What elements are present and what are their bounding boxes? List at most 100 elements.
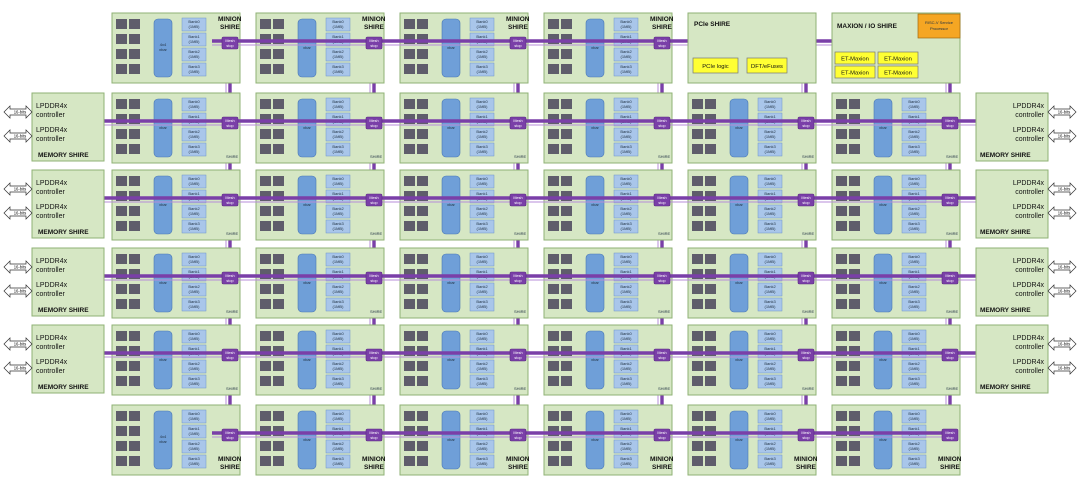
bidirectional-arrow xyxy=(1047,284,1077,298)
bank-size: (1MB) xyxy=(909,416,921,421)
l2-bank xyxy=(613,219,639,234)
mesh-stop-label: Mesh xyxy=(369,274,378,278)
minion-label: MINION xyxy=(938,456,962,463)
bus-width-label: 16-bits xyxy=(1058,265,1071,270)
minion-core xyxy=(417,114,428,124)
minion-core xyxy=(260,376,271,386)
xbar-label: xbar xyxy=(303,202,311,207)
minion-core xyxy=(561,441,572,451)
bank-label: Bank3 xyxy=(908,144,920,149)
memory-shire-label: MEMORY SHIRE xyxy=(980,307,1031,314)
minion-core xyxy=(129,129,140,139)
minion-core xyxy=(705,144,716,154)
l2-bank xyxy=(325,282,351,297)
minion-core xyxy=(129,114,140,124)
mesh-stop-label: stop xyxy=(658,279,665,283)
minion-core xyxy=(561,206,572,216)
minion-core xyxy=(273,129,284,139)
l2-bank xyxy=(757,142,783,157)
bank-label: Bank1 xyxy=(620,269,632,274)
minion-core xyxy=(849,269,860,279)
bidirectional-arrow xyxy=(1047,361,1077,375)
bank-size: (1MB) xyxy=(477,446,489,451)
minion-core xyxy=(849,144,860,154)
et-maxion-label: ET-Maxion xyxy=(884,71,912,77)
bank-label: Bank3 xyxy=(188,299,200,304)
minion-core xyxy=(836,114,847,124)
l2-bank xyxy=(325,17,351,32)
minion-core xyxy=(129,34,140,44)
bank-size: (1MB) xyxy=(621,461,633,466)
minion-core xyxy=(273,221,284,231)
minion-core xyxy=(116,411,127,421)
bank-size: (1MB) xyxy=(909,336,921,341)
bank-label: Bank1 xyxy=(764,114,776,119)
bank-label: Bank0 xyxy=(908,411,920,416)
bank-label: Bank3 xyxy=(620,144,632,149)
l2-bank xyxy=(757,359,783,374)
bus-width-label: 16-bits xyxy=(1058,211,1071,216)
bank-label: Bank0 xyxy=(908,254,920,259)
minion-core-array xyxy=(692,99,716,154)
mesh-stop-box xyxy=(365,271,383,285)
minion-core xyxy=(116,34,127,44)
minion-core xyxy=(129,254,140,264)
minion-core xyxy=(548,411,559,421)
bank-label: Bank0 xyxy=(476,19,488,24)
minion-core xyxy=(116,456,127,466)
bank-label: Bank3 xyxy=(908,221,920,226)
bank-label: Bank3 xyxy=(908,376,920,381)
mesh-stop-box xyxy=(797,116,815,130)
minion-core xyxy=(417,269,428,279)
minion-core xyxy=(273,49,284,59)
minion-shire: xbarBank0(1MB)Bank1(1MB)Bank2(1MB)Bank3(… xyxy=(399,247,529,319)
controller-label: controller xyxy=(36,291,65,298)
bank-label: Bank3 xyxy=(908,299,920,304)
l2-bank xyxy=(469,219,495,234)
minion-core xyxy=(260,34,271,44)
bank-label: Bank3 xyxy=(764,221,776,226)
mesh-stop-box xyxy=(797,348,815,362)
minion-core xyxy=(561,176,572,186)
bank-label: Bank1 xyxy=(908,191,920,196)
minion-core xyxy=(836,254,847,264)
mesh-stop-label: Mesh xyxy=(369,119,378,123)
minion-label: SHIRE xyxy=(652,464,673,471)
lpddr-label: LPDDR4x xyxy=(36,335,68,342)
xbar-label: xbar xyxy=(447,437,455,442)
minion-core xyxy=(404,206,415,216)
minion-core xyxy=(260,129,271,139)
bank-label: Bank2 xyxy=(908,284,920,289)
mesh-stop-box xyxy=(653,116,671,130)
l2-bank xyxy=(181,409,207,424)
minion-shire: xbarBank0(1MB)Bank1(1MB)Bank2(1MB)Bank3(… xyxy=(399,404,530,476)
minion-core xyxy=(849,346,860,356)
xbar-block xyxy=(873,175,893,235)
minion-core xyxy=(417,129,428,139)
minion-core xyxy=(836,361,847,371)
mesh-stop-label: Mesh xyxy=(225,39,234,43)
lpddr-label: LPDDR4x xyxy=(36,103,68,110)
mesh-stop-box xyxy=(221,36,239,50)
bank-size: (1MB) xyxy=(765,416,777,421)
minion-core xyxy=(705,361,716,371)
bank-label: Bank0 xyxy=(764,331,776,336)
mesh-stop-box xyxy=(221,348,239,362)
bank-size: (1MB) xyxy=(477,149,489,154)
xbar-block xyxy=(297,330,317,390)
lpddr-label: LPDDR4x xyxy=(1013,103,1045,110)
mesh-stop-label: stop xyxy=(946,201,953,205)
minion-core xyxy=(129,49,140,59)
minion-shire: xbarBank0(1MB)Bank1(1MB)Bank2(1MB)Bank3(… xyxy=(255,247,385,319)
shire-label: SHIRE xyxy=(514,386,527,391)
bank-label: Bank2 xyxy=(620,49,632,54)
minion-core xyxy=(849,331,860,341)
bank-label: Bank2 xyxy=(908,441,920,446)
bank-size: (1MB) xyxy=(621,259,633,264)
controller-label: controller xyxy=(1015,112,1044,119)
xbar-block xyxy=(873,410,893,470)
bank-label: Bank2 xyxy=(620,441,632,446)
minion-shire: xbarBank0(1MB)Bank1(1MB)Bank2(1MB)Bank3(… xyxy=(399,92,529,164)
